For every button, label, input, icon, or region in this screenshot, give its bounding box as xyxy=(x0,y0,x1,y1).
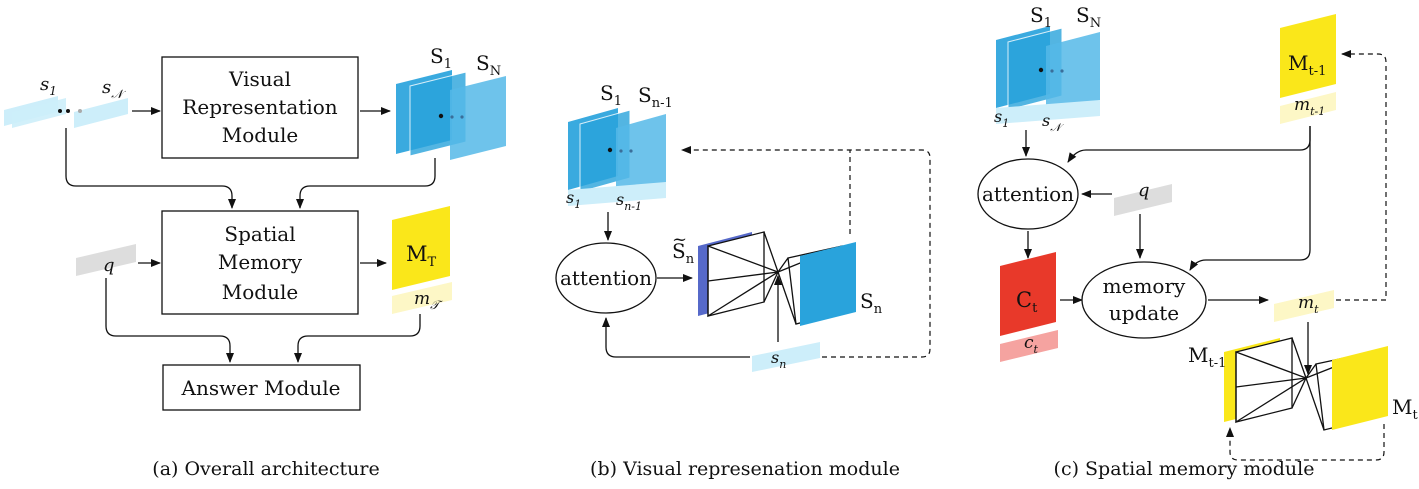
panel-b: S1 Sn-1 s1 sn-1 attention Sn ~ Sn xyxy=(555,81,931,480)
input-frame-last xyxy=(74,98,128,128)
input-last-label: s𝒩 xyxy=(102,77,126,101)
dot xyxy=(58,109,62,113)
feature-last-label: Sn-1 xyxy=(638,83,673,111)
input-first-label: s1 xyxy=(566,188,581,211)
spatial-memory-module-box xyxy=(161,210,359,315)
previous-memory-vector-label: mt-1 xyxy=(1294,95,1325,118)
caption-b: (b) Visual represenation module xyxy=(590,458,900,480)
input-frames xyxy=(568,182,666,206)
output-label: Sn xyxy=(860,289,883,317)
new-memory-vector xyxy=(1274,290,1334,322)
attended-tilde: ~ xyxy=(672,229,687,250)
query-vector xyxy=(76,244,136,276)
visual-representation-module-box xyxy=(161,56,359,159)
answer-module-label: Answer Module xyxy=(181,376,341,400)
attended-label: Sn xyxy=(672,239,695,267)
feedback-arrow xyxy=(681,146,931,358)
memory-feedback-arrow xyxy=(1336,50,1387,301)
feature-first-label: S1 xyxy=(600,81,622,109)
context-map xyxy=(1000,252,1056,336)
memory-map xyxy=(392,206,450,290)
smm-label-line1: Spatial xyxy=(224,222,295,246)
context-label: Ct xyxy=(1016,288,1038,316)
memory-label: MT xyxy=(406,242,437,270)
feature-map-last xyxy=(1046,32,1100,114)
previous-memory-vector xyxy=(1280,92,1336,124)
query-label: q xyxy=(1138,180,1150,201)
query-label: q xyxy=(103,255,115,276)
vrm-label-line3: Module xyxy=(222,123,298,147)
attention-label: attention xyxy=(982,182,1074,206)
answer-module-box xyxy=(162,364,361,411)
autoencoder-input-label: Mt-1 xyxy=(1188,343,1226,371)
feature-map-last xyxy=(450,76,506,160)
caption-a: (a) Overall architecture xyxy=(152,458,379,480)
autoencoder-output-label: Mt xyxy=(1392,395,1418,423)
autoencoder-feedback-arrow xyxy=(1226,424,1385,461)
feature-map-last xyxy=(616,114,666,196)
memory-vector xyxy=(392,282,452,314)
attention-node xyxy=(555,242,657,314)
output-feature-map xyxy=(800,242,856,326)
attention-label: attention xyxy=(560,266,652,290)
feature-last-label: SN xyxy=(1076,3,1101,31)
memory-update-line2: update xyxy=(1109,301,1179,325)
feature-last-label: SN xyxy=(476,51,501,79)
context-vector xyxy=(1000,330,1058,362)
caption-c: (c) Spatial memory module xyxy=(1054,458,1315,480)
panel-c: S1 SN s1 s𝒩 Mt-1 mt-1 attention q Ct ct … xyxy=(977,3,1418,480)
query-vector xyxy=(1114,184,1172,216)
panel-a: s1 s𝒩 Visual Representation Module S1 SN… xyxy=(4,44,506,480)
attention-node xyxy=(977,158,1079,230)
input-first-label: s1 xyxy=(40,74,57,98)
feature-first-label: S1 xyxy=(430,44,452,72)
new-memory-vector-label: mt xyxy=(1298,293,1319,316)
memory-update-line1: memory xyxy=(1103,274,1186,298)
input-frames xyxy=(996,100,1100,124)
current-frame xyxy=(752,342,820,372)
previous-memory-label: Mt-1 xyxy=(1288,51,1326,79)
current-frame-label: sn xyxy=(771,348,786,371)
smm-label-line3: Module xyxy=(222,280,298,304)
feature-first-label: S1 xyxy=(1030,3,1052,31)
input-last-label: s𝒩 xyxy=(1042,111,1064,134)
vrm-label-line2: Representation xyxy=(182,95,338,119)
context-vector-label: ct xyxy=(1024,333,1039,356)
smm-label-line2: Memory xyxy=(218,250,303,274)
input-last-label: sn-1 xyxy=(616,190,642,213)
autoencoder-output-map xyxy=(1332,346,1388,430)
vrm-label-line1: Visual xyxy=(228,67,291,91)
previous-memory-map xyxy=(1280,14,1336,98)
memory-update-node xyxy=(1081,261,1207,339)
input-first-label: s1 xyxy=(994,107,1009,130)
